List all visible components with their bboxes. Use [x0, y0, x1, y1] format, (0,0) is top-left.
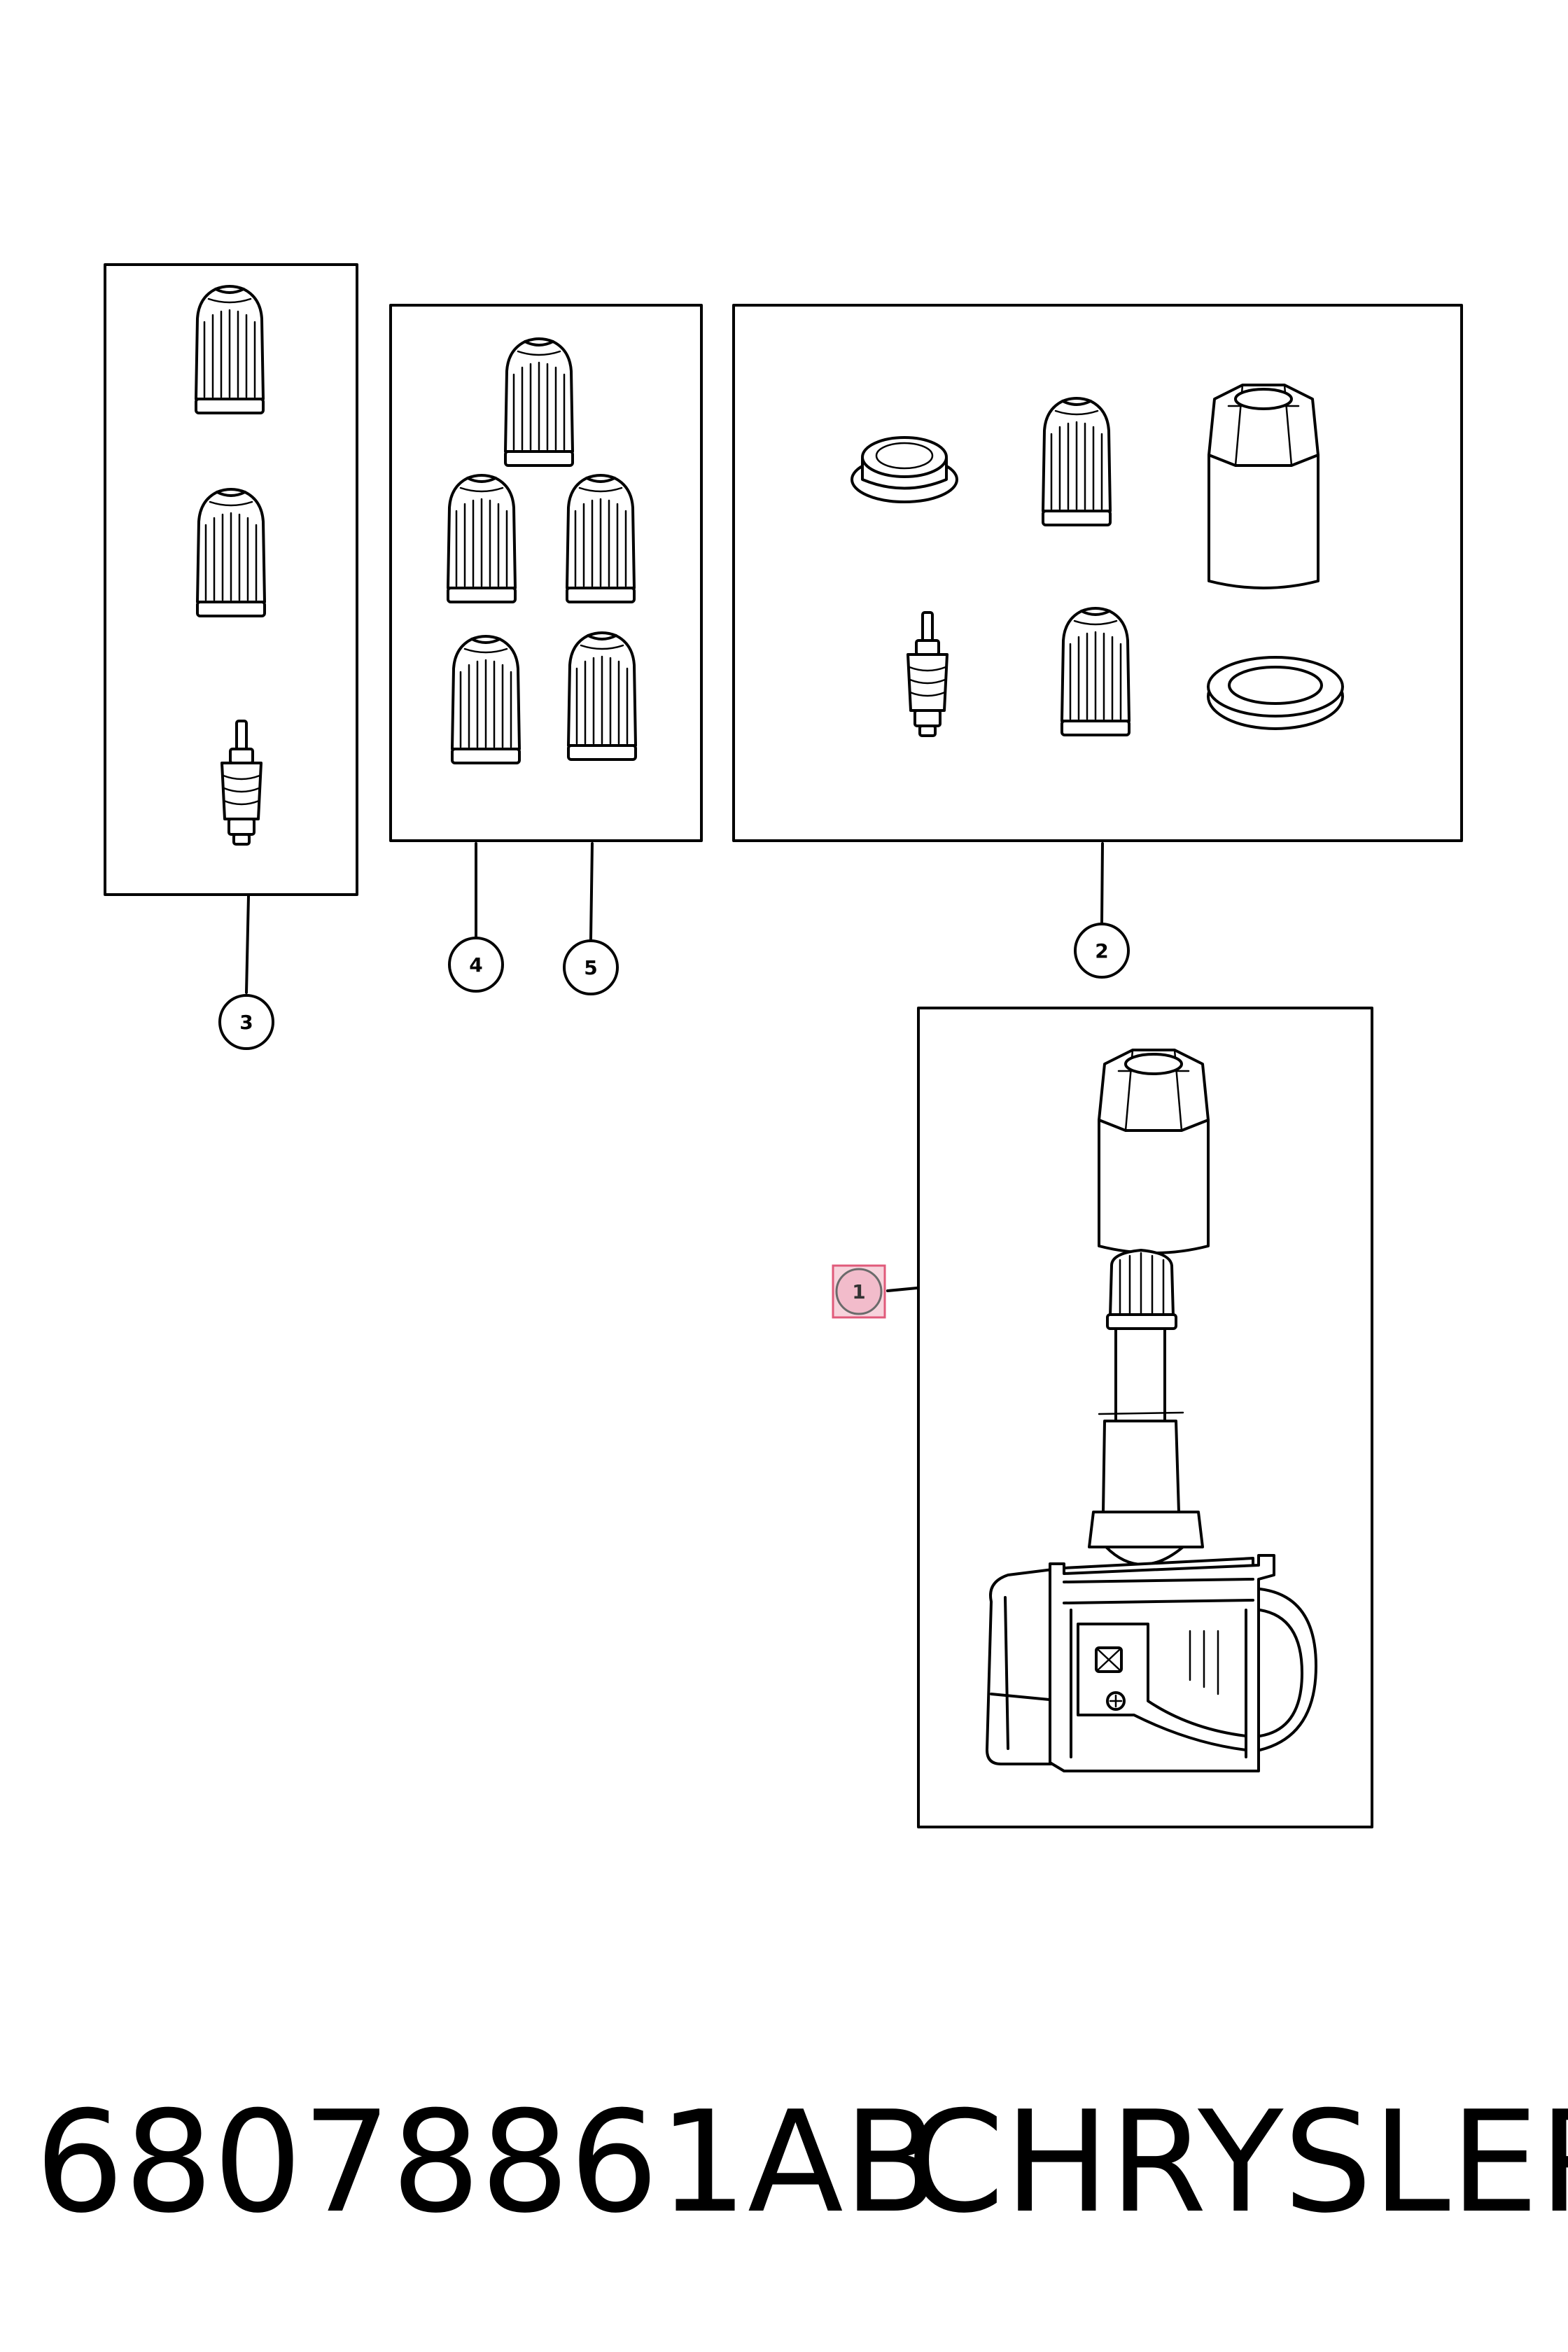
callout-4[interactable]: 4 — [448, 937, 504, 993]
sensor-box-1 — [917, 1007, 1373, 1828]
callout-3[interactable]: 3 — [218, 994, 274, 1050]
svg-text:3: 3 — [239, 1011, 253, 1034]
callout-1[interactable]: 1 — [832, 1264, 886, 1319]
svg-text:4: 4 — [469, 953, 482, 976]
part-number: 68078861AB — [35, 2081, 939, 2244]
svg-text:5: 5 — [584, 956, 597, 979]
svg-text:1: 1 — [852, 1280, 865, 1303]
svg-text:2: 2 — [1095, 939, 1108, 962]
kit-box-3 — [104, 263, 358, 896]
brand-name: CHRYSLER — [906, 2081, 1568, 2244]
callout-5[interactable]: 5 — [563, 939, 619, 995]
callout-2[interactable]: 2 — [1074, 923, 1130, 979]
kit-box-2 — [732, 304, 1463, 842]
kit-box-4-5 — [389, 304, 703, 842]
leader-lines — [245, 842, 1104, 1292]
